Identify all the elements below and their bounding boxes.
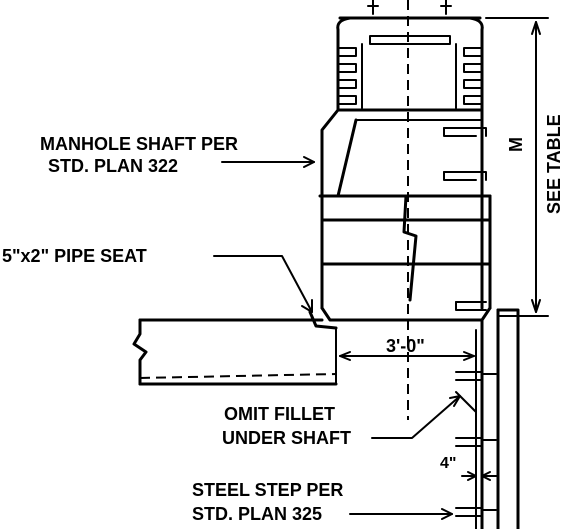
dimension-3ft-label: 3'-0" (386, 336, 425, 356)
dimension-4in-label: 4" (440, 455, 456, 472)
label-manhole-shaft: MANHOLE SHAFT PER STD. PLAN 322 (40, 134, 315, 176)
omit-fillet-line1: OMIT FILLET (224, 404, 335, 424)
dimension-4in: 4" (440, 455, 499, 481)
manhole-shaft-line1: MANHOLE SHAFT PER (40, 134, 238, 154)
pipe-seat-label: 5"x2" PIPE SEAT (2, 246, 147, 266)
steel-step-line1: STEEL STEP PER (192, 480, 343, 500)
omit-fillet-line2: UNDER SHAFT (222, 428, 351, 448)
shaft-barrel (320, 194, 492, 322)
dimension-m: M SEE TABLE (485, 17, 563, 317)
dimension-3ft: 3'-0" (335, 336, 475, 381)
steel-steps-upper (443, 127, 487, 311)
steel-step-line2: STD. PLAN 325 (192, 504, 322, 524)
label-pipe-seat: 5"x2" PIPE SEAT (2, 246, 313, 313)
manhole-wall (455, 308, 520, 529)
m-label: M (506, 137, 526, 152)
label-steel-step: STEEL STEP PER STD. PLAN 325 (192, 480, 453, 524)
label-omit-fillet: OMIT FILLET UNDER SHAFT (222, 395, 461, 448)
see-table-label: SEE TABLE (544, 114, 563, 214)
manhole-shaft-line2: STD. PLAN 322 (48, 156, 178, 176)
sewer-pipe (132, 310, 338, 386)
steel-steps-lower (455, 371, 497, 517)
manhole-frame (336, 0, 484, 112)
